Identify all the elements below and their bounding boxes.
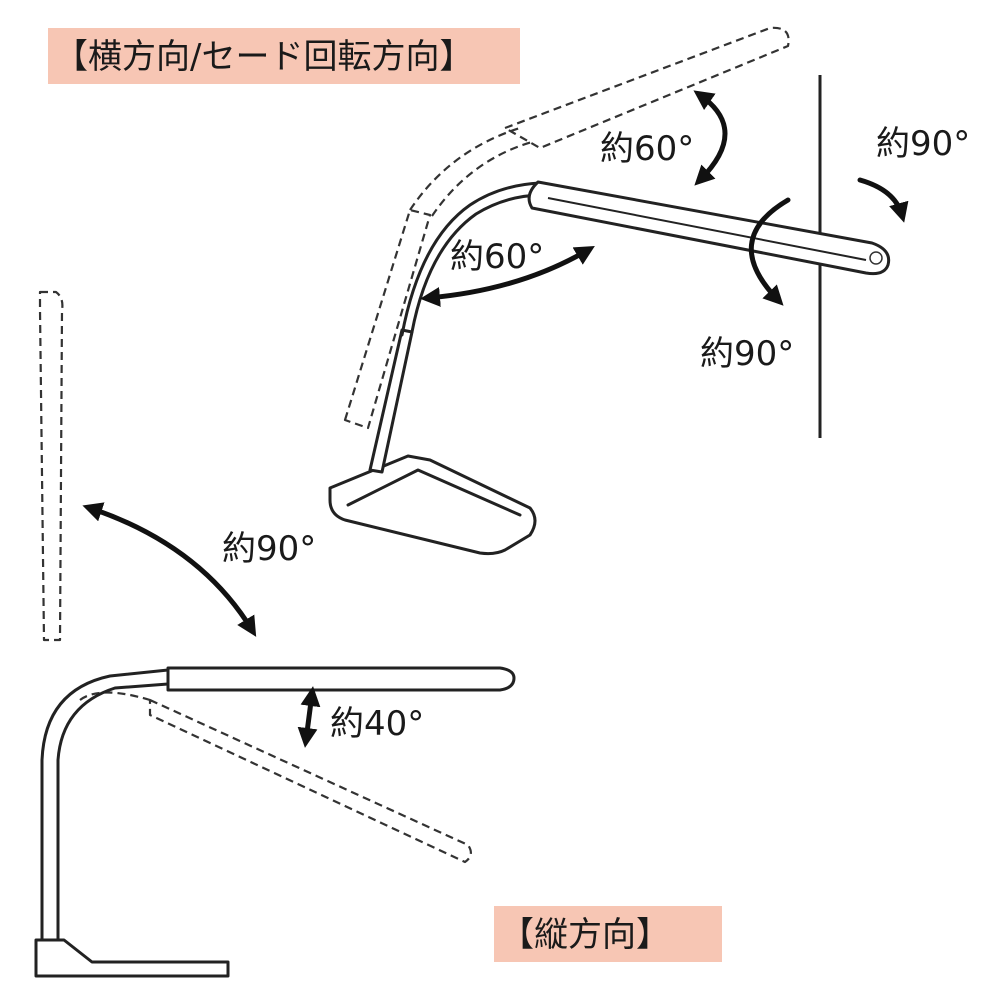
shade-rotate-down-label: 約90° <box>700 334 794 374</box>
lower-dashed-neck <box>79 691 151 702</box>
vertical-title: 【縦方向】 <box>500 915 670 955</box>
vertical-title-bg <box>494 906 722 962</box>
pole-tilt-label: 約90° <box>222 529 316 569</box>
arm-swing-label: 約60° <box>450 237 544 277</box>
shade-rotate-down-arrow <box>749 197 791 306</box>
shade-rotate-right-label: 約90° <box>876 124 970 164</box>
upper-lamp-shade <box>527 180 891 276</box>
upper-dashed-arm <box>343 208 432 430</box>
lower-lamp-shade <box>166 666 516 692</box>
pole-tilt-arrow <box>82 502 257 637</box>
horizontal-title-bg <box>48 28 520 84</box>
upper-lamp-base <box>328 454 537 556</box>
arm-swing-arrow <box>420 245 595 307</box>
upper-lamp: 約60° 約60° 約90° 約90° <box>328 26 970 556</box>
shade-up-arrow <box>693 90 728 186</box>
lower-dashed-shade <box>148 698 472 864</box>
shade-up-label: 約60° <box>600 129 694 169</box>
power-button-icon <box>869 251 883 265</box>
lower-lamp-pole <box>40 668 170 942</box>
upper-shade-edge <box>547 197 867 261</box>
shade-tilt-label: 約40° <box>330 704 424 744</box>
upper-base-top <box>346 468 522 517</box>
shade-rotate-right-arrow <box>857 177 909 223</box>
upper-dashed-neck <box>409 126 533 217</box>
shade-tilt-arrow <box>297 686 321 748</box>
lower-lamp-base <box>34 938 230 978</box>
lower-dashed-pole <box>38 290 64 642</box>
upper-dashed-shade <box>503 26 790 150</box>
horizontal-title: 【横方向/セード回転方向】 <box>54 37 473 77</box>
lower-lamp: 約90° 約40° <box>34 290 516 978</box>
